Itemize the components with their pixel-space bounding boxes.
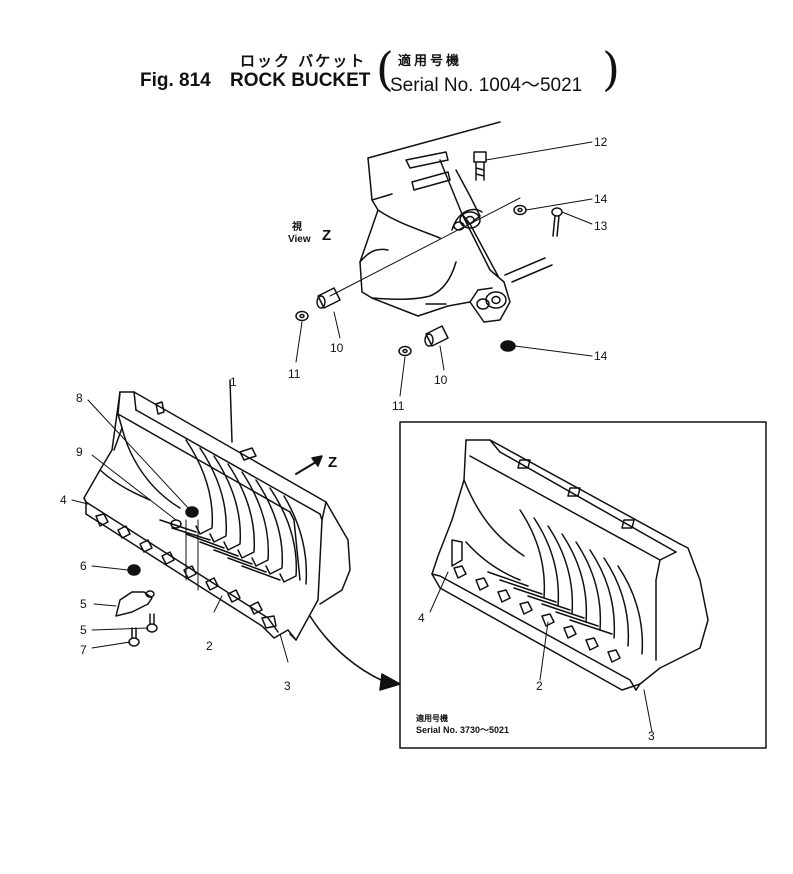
inset-callout-2: 2 (536, 679, 543, 693)
view-z-arrow (295, 455, 323, 475)
washer-11-lower (398, 345, 412, 357)
callout-14b: 14 (594, 349, 608, 363)
callout-13: 13 (594, 219, 608, 233)
serial-range: Serial No. 1004～5021 (390, 75, 583, 96)
main-bucket-leaders (71, 399, 289, 663)
callout-7: 7 (80, 643, 87, 657)
arrow-letter: Z (328, 454, 337, 471)
rock-bucket-main (83, 379, 351, 641)
view-z-label: 視 View Z Z (288, 220, 337, 471)
callout-12: 12 (594, 135, 608, 149)
bolt-13 (551, 207, 563, 237)
view-z-leaders (295, 141, 593, 397)
callout-9: 9 (76, 445, 83, 459)
inset-callout-4: 4 (418, 611, 425, 625)
view-z-hinge-bracket (405, 151, 511, 323)
figure-number: Fig. 814 (140, 70, 211, 91)
serial-japanese-label: 適用号機 (398, 54, 463, 69)
inset-serial: 適用号機 Serial No. 3730～5021 (416, 713, 509, 735)
inset-frame (399, 421, 767, 749)
curved-arrow-head (379, 673, 401, 691)
inset-callout-3: 3 (648, 729, 655, 743)
inset-serial-range: Serial No. 3730～5021 (416, 725, 509, 735)
close-paren: ) (602, 42, 620, 96)
bolt-6 (146, 613, 158, 633)
view-kanji: 視 (291, 220, 302, 233)
washer-8-lower (127, 564, 141, 576)
nut-14-lower (500, 340, 516, 352)
view-z-bucket-back (359, 121, 553, 317)
view-letter: Z (322, 227, 331, 244)
callout-5a: 5 (80, 597, 87, 611)
figure-title-text: ROCK BUCKET (230, 70, 371, 91)
nut-14-upper (513, 204, 527, 216)
callout-11b: 11 (392, 399, 405, 413)
callout-10a: 10 (330, 341, 344, 355)
tooth-5 (115, 590, 155, 617)
view-word: View (288, 234, 311, 245)
callout-11a: 11 (288, 367, 301, 381)
callout-8: 8 (76, 391, 83, 405)
callout-10b: 10 (434, 373, 448, 387)
callout-1: 1 (230, 375, 237, 389)
nut-7 (128, 627, 140, 647)
bolt-12 (473, 151, 487, 181)
inset-serial-japanese: 適用号機 (416, 713, 448, 723)
callout-14a: 14 (594, 192, 608, 206)
pin-10-upper (316, 287, 341, 309)
callout-4: 4 (60, 493, 67, 507)
callout-5b: 5 (80, 623, 87, 637)
callout-3: 3 (284, 679, 291, 693)
pin-10-lower (424, 325, 449, 347)
title-japanese: ロック バケット (240, 52, 367, 70)
callout-6: 6 (80, 559, 87, 573)
callout-2: 2 (206, 639, 213, 653)
callout-labels: 1 2 3 4 5 5 6 7 8 9 10 10 11 11 12 13 14… (60, 135, 655, 743)
curved-arrow (309, 615, 391, 685)
washer-11-upper (295, 310, 309, 322)
open-paren: ( (376, 42, 394, 96)
inset-leaders (429, 571, 653, 733)
inset-bucket (431, 439, 709, 691)
figure-title: Fig. 814 ROCK BUCKET (140, 70, 370, 92)
